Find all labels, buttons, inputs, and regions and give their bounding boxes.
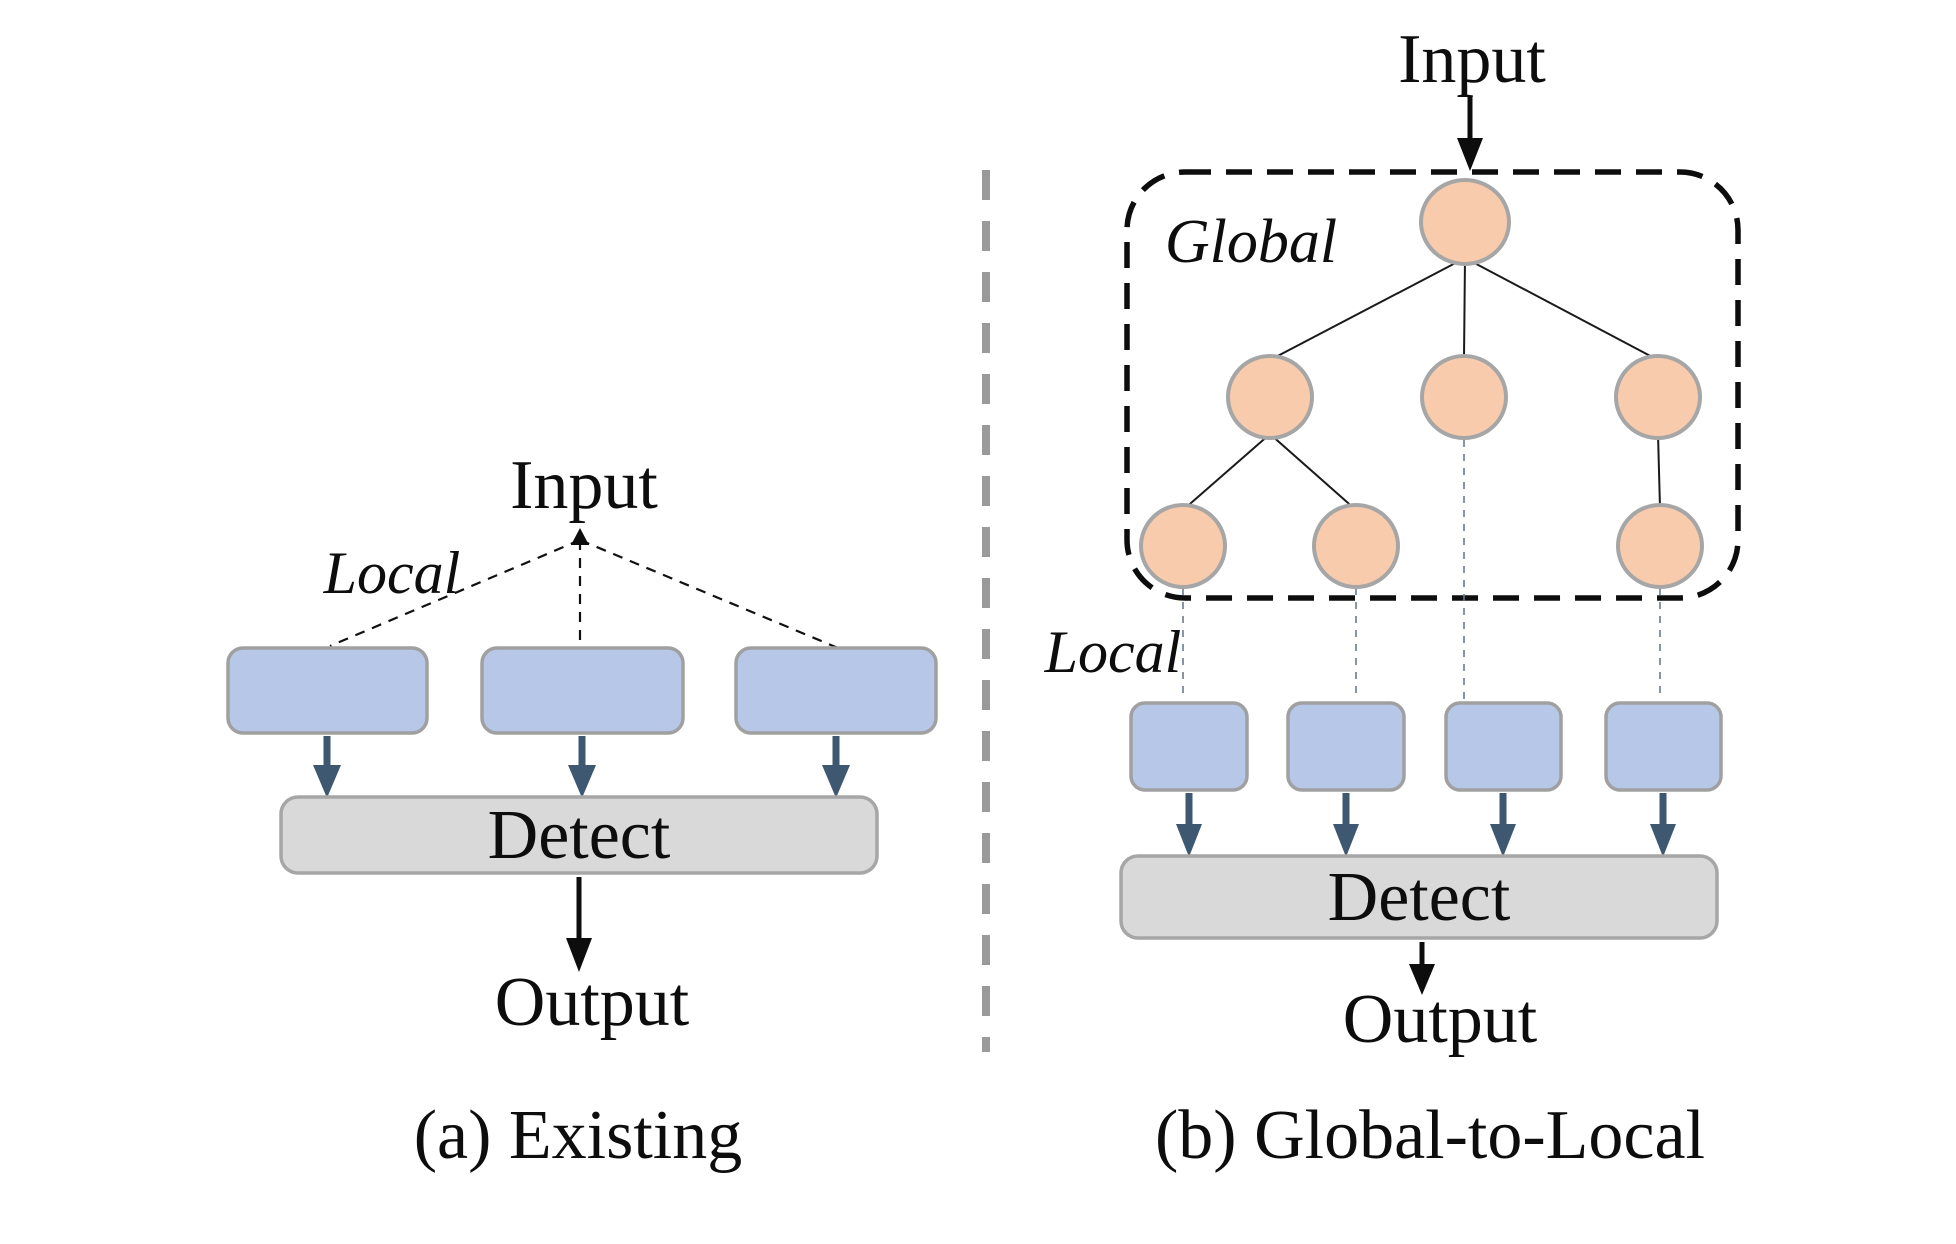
panel-a-detect-bar [279,795,879,875]
tree-edge [1269,433,1357,511]
panel-a-caption: (a) Existing [414,1097,743,1174]
tree-node-l2-3 [1614,354,1702,440]
panel-b-input-label: Input [1398,21,1546,98]
flow-arrowhead-icon [568,765,596,798]
panel-b-global-label: Global [1165,208,1337,276]
panel-b-local-box-1 [1129,701,1249,792]
panel-b-tree-nodes [1139,178,1704,589]
panel-b-local-box-4 [1604,701,1723,792]
tree-node-l3-3 [1616,503,1704,589]
panel-a-output-arrowhead-icon [566,938,592,972]
tree-node-l2-2 [1420,354,1508,440]
panel-a-flow-arrows [313,736,850,798]
panel-b-caption: (b) Global-to-Local [1155,1097,1705,1174]
panel-b-tree-edges [1182,257,1661,511]
tree-edge [1269,257,1466,361]
panel-b-output-arrowhead-icon [1409,964,1435,995]
flow-arrowhead-icon [1333,824,1359,857]
panel-a-existing: Input Local Detect Output (a) Existing [226,447,938,1174]
panel-b-local-boxes [1129,701,1723,792]
panel-a-local-box-2 [480,646,685,735]
panel-a-local-label: Local [323,540,461,606]
panel-b-local-box-2 [1286,701,1406,792]
tree-node-l2-1 [1226,354,1314,440]
flow-arrowhead-icon [822,765,850,798]
panel-b-local-label: Local [1044,619,1182,685]
panel-a-output-label: Output [495,964,690,1041]
flow-arrowhead-icon [1650,824,1676,857]
panel-a-detect-label: Detect [488,797,671,874]
panel-a-local-box-1 [226,646,429,735]
flow-arrowhead-icon [1490,824,1516,857]
panel-b-local-box-3 [1444,701,1563,792]
panel-b-flow-arrows [1176,793,1676,857]
tree-node-l3-1 [1139,503,1227,589]
panel-b-input-arrowhead-icon [1457,138,1483,171]
panel-b-output-label: Output [1343,981,1538,1058]
panel-b-detect-bar [1119,854,1719,940]
panel-b-global-to-local: Input Global [1044,21,1741,1174]
flow-arrowhead-icon [1176,824,1202,857]
panel-b-global-dashed-box [1124,169,1741,601]
fan-dashed-line-right [579,538,839,650]
fan-apex-arrowhead-icon [571,528,589,545]
tree-node-l3-2 [1312,503,1400,589]
panel-b-dashed-drops [1182,440,1661,700]
tree-edge [1182,433,1271,511]
tree-edge [1463,257,1466,359]
tree-edge [1657,433,1661,509]
panel-a-local-box-3 [734,646,938,735]
fan-dashed-line-left [329,538,581,648]
tree-edge [1464,257,1659,361]
panel-a-input-label: Input [510,447,658,524]
flow-arrowhead-icon [313,765,341,798]
panel-b-detect-label: Detect [1328,859,1511,936]
tree-node-root [1419,178,1511,266]
